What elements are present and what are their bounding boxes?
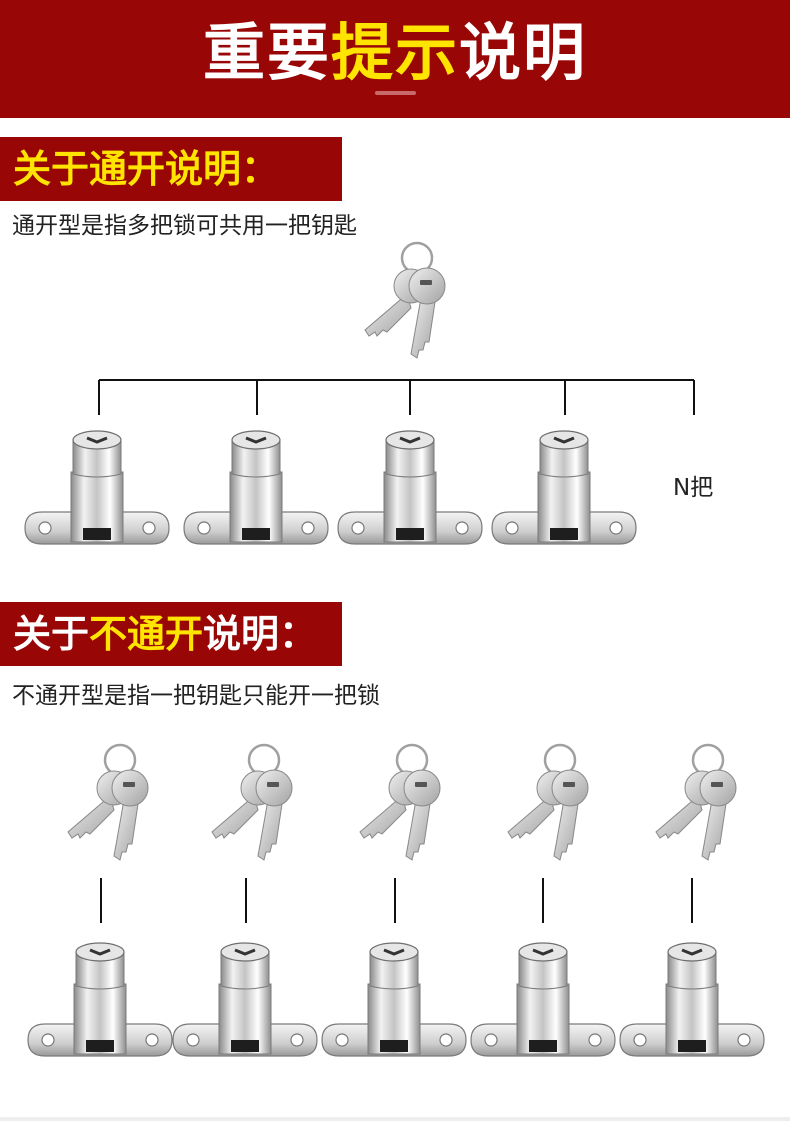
drawer-lock-icon bbox=[23, 429, 171, 546]
section-common-title: 关于通开说明： bbox=[13, 137, 279, 201]
key-set-icon bbox=[358, 743, 442, 862]
section-unique-title-prefix: 关于 bbox=[13, 612, 90, 656]
section-common-title-prefix: 关于 bbox=[13, 147, 90, 191]
page-title-part3: 说明 bbox=[459, 16, 588, 89]
key-set-icon bbox=[210, 743, 294, 862]
section-common-description: 通开型是指多把锁可共用一把钥匙 bbox=[12, 213, 357, 239]
page-title-part1: 重要 bbox=[202, 16, 331, 89]
section-unique-title-suffix: 说明： bbox=[203, 612, 318, 656]
title-underline bbox=[375, 91, 416, 95]
key-set-icon bbox=[654, 743, 738, 862]
page-title-part2: 提示 bbox=[330, 16, 459, 89]
section-unique-title-highlight: 不通开 bbox=[89, 612, 204, 656]
n-locks-label: N把 bbox=[673, 475, 714, 501]
drawer-lock-icon bbox=[490, 429, 638, 546]
pair-connectors bbox=[100, 878, 693, 923]
key-set-icon bbox=[363, 241, 447, 360]
section-unique-tag: 关于不通开说明： bbox=[0, 602, 342, 666]
header-banner: 重要提示说明 bbox=[0, 0, 790, 118]
footer-divider bbox=[0, 1117, 790, 1121]
key-set-icon bbox=[506, 743, 590, 862]
page-title: 重要提示说明 bbox=[0, 14, 790, 92]
drawer-lock-icon bbox=[26, 941, 174, 1058]
section-unique-description: 不通开型是指一把钥匙只能开一把锁 bbox=[12, 683, 380, 709]
connector-tree bbox=[98, 379, 695, 415]
drawer-lock-icon bbox=[469, 941, 617, 1058]
section-common-title-highlight: 通开说明： bbox=[89, 147, 280, 191]
section-common-tag: 关于通开说明： bbox=[0, 137, 342, 201]
key-set-icon bbox=[66, 743, 150, 862]
drawer-lock-icon bbox=[618, 941, 766, 1058]
drawer-lock-icon bbox=[182, 429, 330, 546]
section-unique-title: 关于不通开说明： bbox=[13, 602, 317, 666]
drawer-lock-icon bbox=[320, 941, 468, 1058]
drawer-lock-icon bbox=[171, 941, 319, 1058]
drawer-lock-icon bbox=[336, 429, 484, 546]
